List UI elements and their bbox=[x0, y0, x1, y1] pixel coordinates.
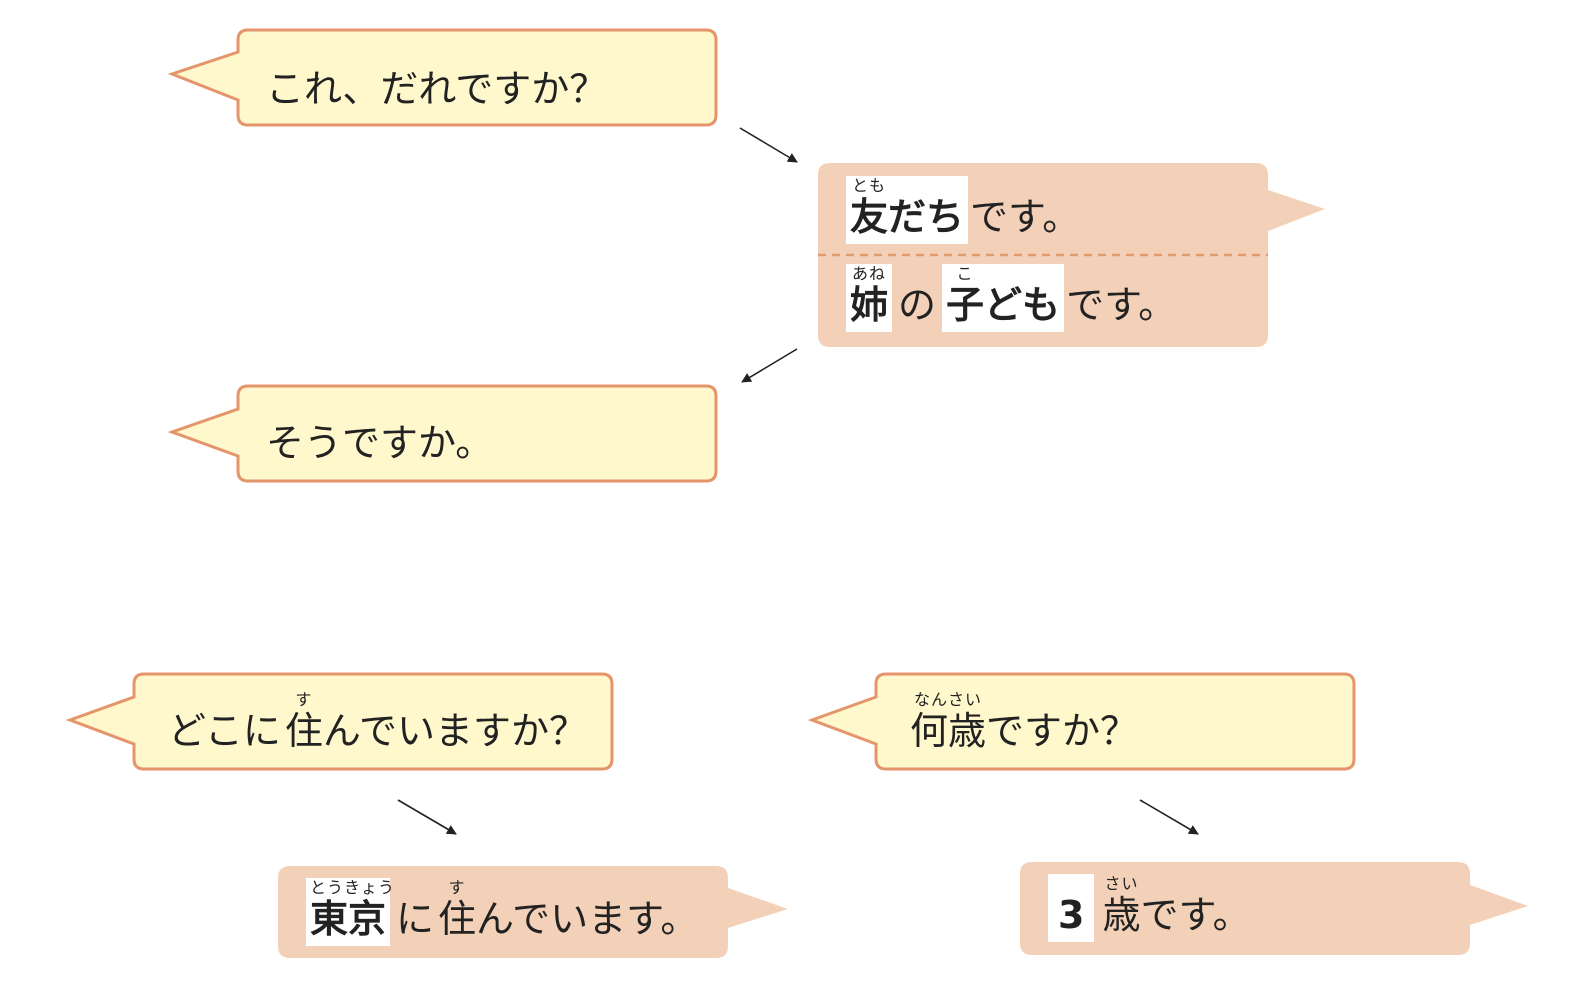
answer-text-2: とうきょう東京にす住んでいます。 bbox=[306, 878, 700, 946]
kanji-tokyo: 東京 bbox=[310, 897, 387, 941]
kanji-ko: 子 bbox=[946, 283, 985, 327]
ruby-sai: さい bbox=[1104, 874, 1139, 893]
arrow-1 bbox=[739, 127, 798, 163]
answer-line-1: とも友だちです。 bbox=[846, 176, 1082, 244]
highlight-tomodachi: とも友だち bbox=[846, 176, 969, 244]
answer-2-tail: です。 bbox=[1066, 283, 1177, 327]
q3-group: なんさい何歳ですか？ bbox=[908, 690, 1140, 758]
kanji-nansai: 何歳 bbox=[910, 709, 987, 753]
highlight-number: 3 bbox=[1048, 874, 1095, 942]
arrow-3 bbox=[397, 799, 457, 835]
a2-mid: に bbox=[396, 897, 435, 941]
question-bubble-3 bbox=[807, 672, 1356, 771]
q2-post: んでいますか？ bbox=[322, 709, 587, 753]
reply-text: そうですか。 bbox=[266, 424, 493, 462]
reply: そうですか。 bbox=[266, 421, 494, 465]
a2-post: んでいます。 bbox=[476, 897, 699, 941]
question-text-2: どこにす住んでいますか？ bbox=[166, 690, 589, 758]
answer-1-tail: です。 bbox=[970, 195, 1081, 239]
q3-post: ですか？ bbox=[986, 709, 1139, 753]
ruby-ane: あね bbox=[852, 264, 887, 283]
particle-no: の bbox=[898, 283, 937, 327]
a2-kanji-group: す住んでいます。 bbox=[436, 878, 700, 946]
ruby-su-q2: す bbox=[295, 690, 313, 709]
ruby-tokyo: とうきょう bbox=[310, 878, 396, 897]
q2-kanji-group: す住んでいますか？ bbox=[283, 690, 589, 758]
kanji-sumu-q2: 住 bbox=[284, 709, 323, 753]
question-text-1: これ、だれですか？ bbox=[266, 70, 607, 108]
ruby-nansai: なんさい bbox=[914, 690, 983, 709]
highlight-kodomo: こ子ども bbox=[942, 264, 1065, 332]
kanji-tomo: 友 bbox=[850, 195, 889, 239]
question-1: これ、だれですか？ bbox=[266, 67, 608, 111]
answer-bubble-2 bbox=[278, 866, 788, 958]
a3-post: です。 bbox=[1140, 893, 1251, 937]
ruby-su-a2: す bbox=[448, 878, 466, 897]
reply-bubble bbox=[167, 384, 718, 483]
arrow-2 bbox=[741, 348, 798, 383]
question-bubble-1 bbox=[167, 28, 718, 127]
kanji-sumu-a2: 住 bbox=[438, 897, 477, 941]
answer-bubble-3 bbox=[1020, 862, 1528, 955]
highlight-tokyo: とうきょう東京 bbox=[306, 878, 396, 946]
highlight-ane: あね姉 bbox=[846, 264, 893, 332]
word-rest-dachi: だち bbox=[888, 195, 965, 239]
question-text-3: なんさい何歳ですか？ bbox=[908, 690, 1140, 758]
ruby-tomo: とも bbox=[852, 176, 887, 195]
kanji-ane: 姉 bbox=[850, 283, 889, 327]
a3-group: さい歳です。 bbox=[1100, 874, 1252, 942]
word-rest-domo: ども bbox=[984, 283, 1061, 327]
answer-line-2: あね姉のこ子どもです。 bbox=[846, 264, 1178, 332]
q2-pre: どこに bbox=[168, 709, 281, 753]
question-bubble-2 bbox=[65, 672, 614, 771]
ruby-ko: こ bbox=[956, 264, 974, 283]
arrow-4 bbox=[1139, 799, 1199, 835]
kanji-sai: 歳 bbox=[1102, 893, 1141, 937]
